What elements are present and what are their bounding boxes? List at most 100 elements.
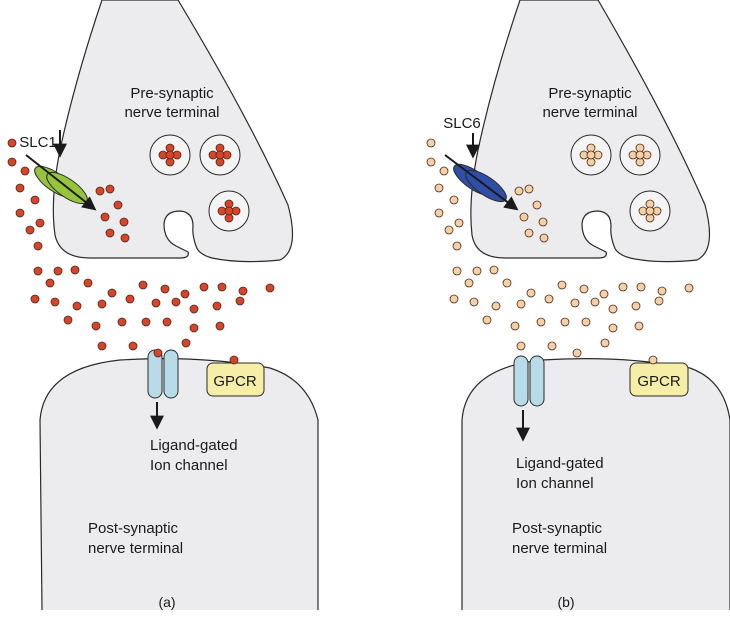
molecule-dot bbox=[636, 282, 646, 292]
molecule-dot bbox=[454, 218, 464, 228]
presynaptic-label-line1: Pre-synaptic bbox=[130, 85, 214, 102]
presynaptic-label-line1: Pre-synaptic bbox=[548, 85, 632, 102]
molecule-dot bbox=[180, 289, 190, 299]
ion-channel-label-line1: Ligand-gated bbox=[516, 455, 604, 472]
postsynaptic-label-line1: Post-synaptic bbox=[512, 520, 603, 537]
molecule-dot bbox=[426, 138, 436, 148]
molecule-dot bbox=[516, 341, 526, 351]
molecule-dot bbox=[160, 284, 170, 294]
molecule-dot bbox=[7, 138, 17, 148]
molecule-dot bbox=[635, 150, 645, 160]
molecule-dot bbox=[224, 206, 234, 216]
molecule-dot bbox=[654, 296, 664, 306]
molecule-dot bbox=[165, 150, 175, 160]
molecule-dot bbox=[199, 282, 209, 292]
molecule-dot bbox=[125, 294, 135, 304]
molecule-dot bbox=[151, 298, 161, 308]
molecule-dot bbox=[113, 200, 123, 210]
molecule-dot bbox=[510, 321, 520, 331]
gpcr-label: GPCR bbox=[213, 373, 257, 390]
molecule-dot bbox=[15, 208, 25, 218]
molecule-dot bbox=[600, 338, 610, 348]
molecule-dot bbox=[631, 301, 641, 311]
molecule-dot bbox=[464, 278, 474, 288]
molecule-dot bbox=[514, 186, 524, 196]
vesicle bbox=[619, 134, 661, 176]
vesicle bbox=[208, 190, 250, 232]
molecule-dot bbox=[469, 297, 479, 307]
molecule-dot bbox=[50, 297, 60, 307]
molecule-dot bbox=[107, 288, 117, 298]
molecule-dot bbox=[229, 355, 239, 365]
molecule-dot bbox=[35, 218, 45, 228]
postsynaptic-label-line2: nerve terminal bbox=[512, 540, 607, 557]
neurotransmitter-molecules bbox=[426, 138, 694, 365]
molecule-dot bbox=[645, 206, 655, 216]
molecule-dot bbox=[20, 166, 30, 176]
postsynaptic-terminal bbox=[461, 358, 730, 610]
molecule-dot bbox=[189, 304, 199, 314]
molecule-dot bbox=[590, 297, 600, 307]
presynaptic-terminal bbox=[470, 0, 711, 263]
molecule-dot bbox=[97, 341, 107, 351]
ion-channel-icon bbox=[513, 355, 545, 407]
molecule-dot bbox=[212, 301, 222, 311]
transport-arrow-icon bbox=[444, 154, 519, 211]
molecule-dot bbox=[524, 184, 534, 194]
molecule-dot bbox=[544, 294, 554, 304]
panel-a: Pre-synaptic nerve terminal SLC1 Ligand-… bbox=[7, 0, 319, 611]
molecule-dot bbox=[439, 166, 449, 176]
molecule-dot bbox=[452, 241, 462, 251]
vesicle bbox=[149, 134, 191, 176]
molecule-dot bbox=[265, 283, 275, 293]
molecule-dot bbox=[502, 278, 512, 288]
molecule-dot bbox=[599, 289, 609, 299]
molecule-dot bbox=[570, 298, 580, 308]
molecule-dot bbox=[33, 241, 43, 251]
molecule-dot bbox=[238, 286, 248, 296]
molecule-dot bbox=[120, 233, 130, 243]
gpcr-receptor bbox=[629, 362, 689, 397]
molecule-dot bbox=[516, 299, 526, 309]
molecule-dot bbox=[608, 323, 618, 333]
molecule-dot bbox=[536, 317, 546, 327]
postsynaptic-label-line2: nerve terminal bbox=[88, 540, 183, 557]
molecule-dot bbox=[119, 217, 129, 227]
molecule-dot bbox=[235, 296, 245, 306]
molecule-dot bbox=[95, 186, 105, 196]
molecule-dot bbox=[162, 317, 172, 327]
molecule-dot bbox=[83, 278, 93, 288]
molecule-dot bbox=[524, 228, 534, 238]
molecule-dot bbox=[72, 301, 82, 311]
molecule-dot bbox=[30, 294, 40, 304]
molecule-dot bbox=[138, 280, 148, 290]
molecule-dot bbox=[100, 212, 110, 222]
molecule-dot bbox=[91, 321, 101, 331]
molecule-dot bbox=[581, 317, 591, 327]
panel-b: Pre-synaptic nerve terminal SLC6 Ligand-… bbox=[426, 0, 730, 610]
molecule-dot bbox=[449, 195, 459, 205]
molecule-dot bbox=[53, 266, 63, 276]
molecule-dot bbox=[657, 286, 667, 296]
molecule-dot bbox=[70, 265, 80, 275]
molecule-dot bbox=[171, 297, 181, 307]
molecule-dot bbox=[117, 317, 127, 327]
molecule-dot bbox=[557, 280, 567, 290]
molecule-dot bbox=[434, 183, 444, 193]
molecule-dot bbox=[579, 284, 589, 294]
molecule-dot bbox=[444, 225, 454, 235]
molecule-dot bbox=[560, 317, 570, 327]
molecule-dot bbox=[519, 212, 529, 222]
molecule-dot bbox=[105, 228, 115, 238]
molecule-dot bbox=[434, 208, 444, 218]
molecule-dot bbox=[532, 200, 542, 210]
presynaptic-terminal bbox=[52, 0, 294, 263]
molecule-dot bbox=[215, 150, 225, 160]
panel-caption: (a) bbox=[158, 594, 175, 610]
molecule-dot bbox=[141, 317, 151, 327]
molecule-dot bbox=[586, 150, 596, 160]
postsynaptic-terminal bbox=[39, 358, 319, 611]
molecule-dot bbox=[539, 233, 549, 243]
molecule-dot bbox=[215, 321, 225, 331]
